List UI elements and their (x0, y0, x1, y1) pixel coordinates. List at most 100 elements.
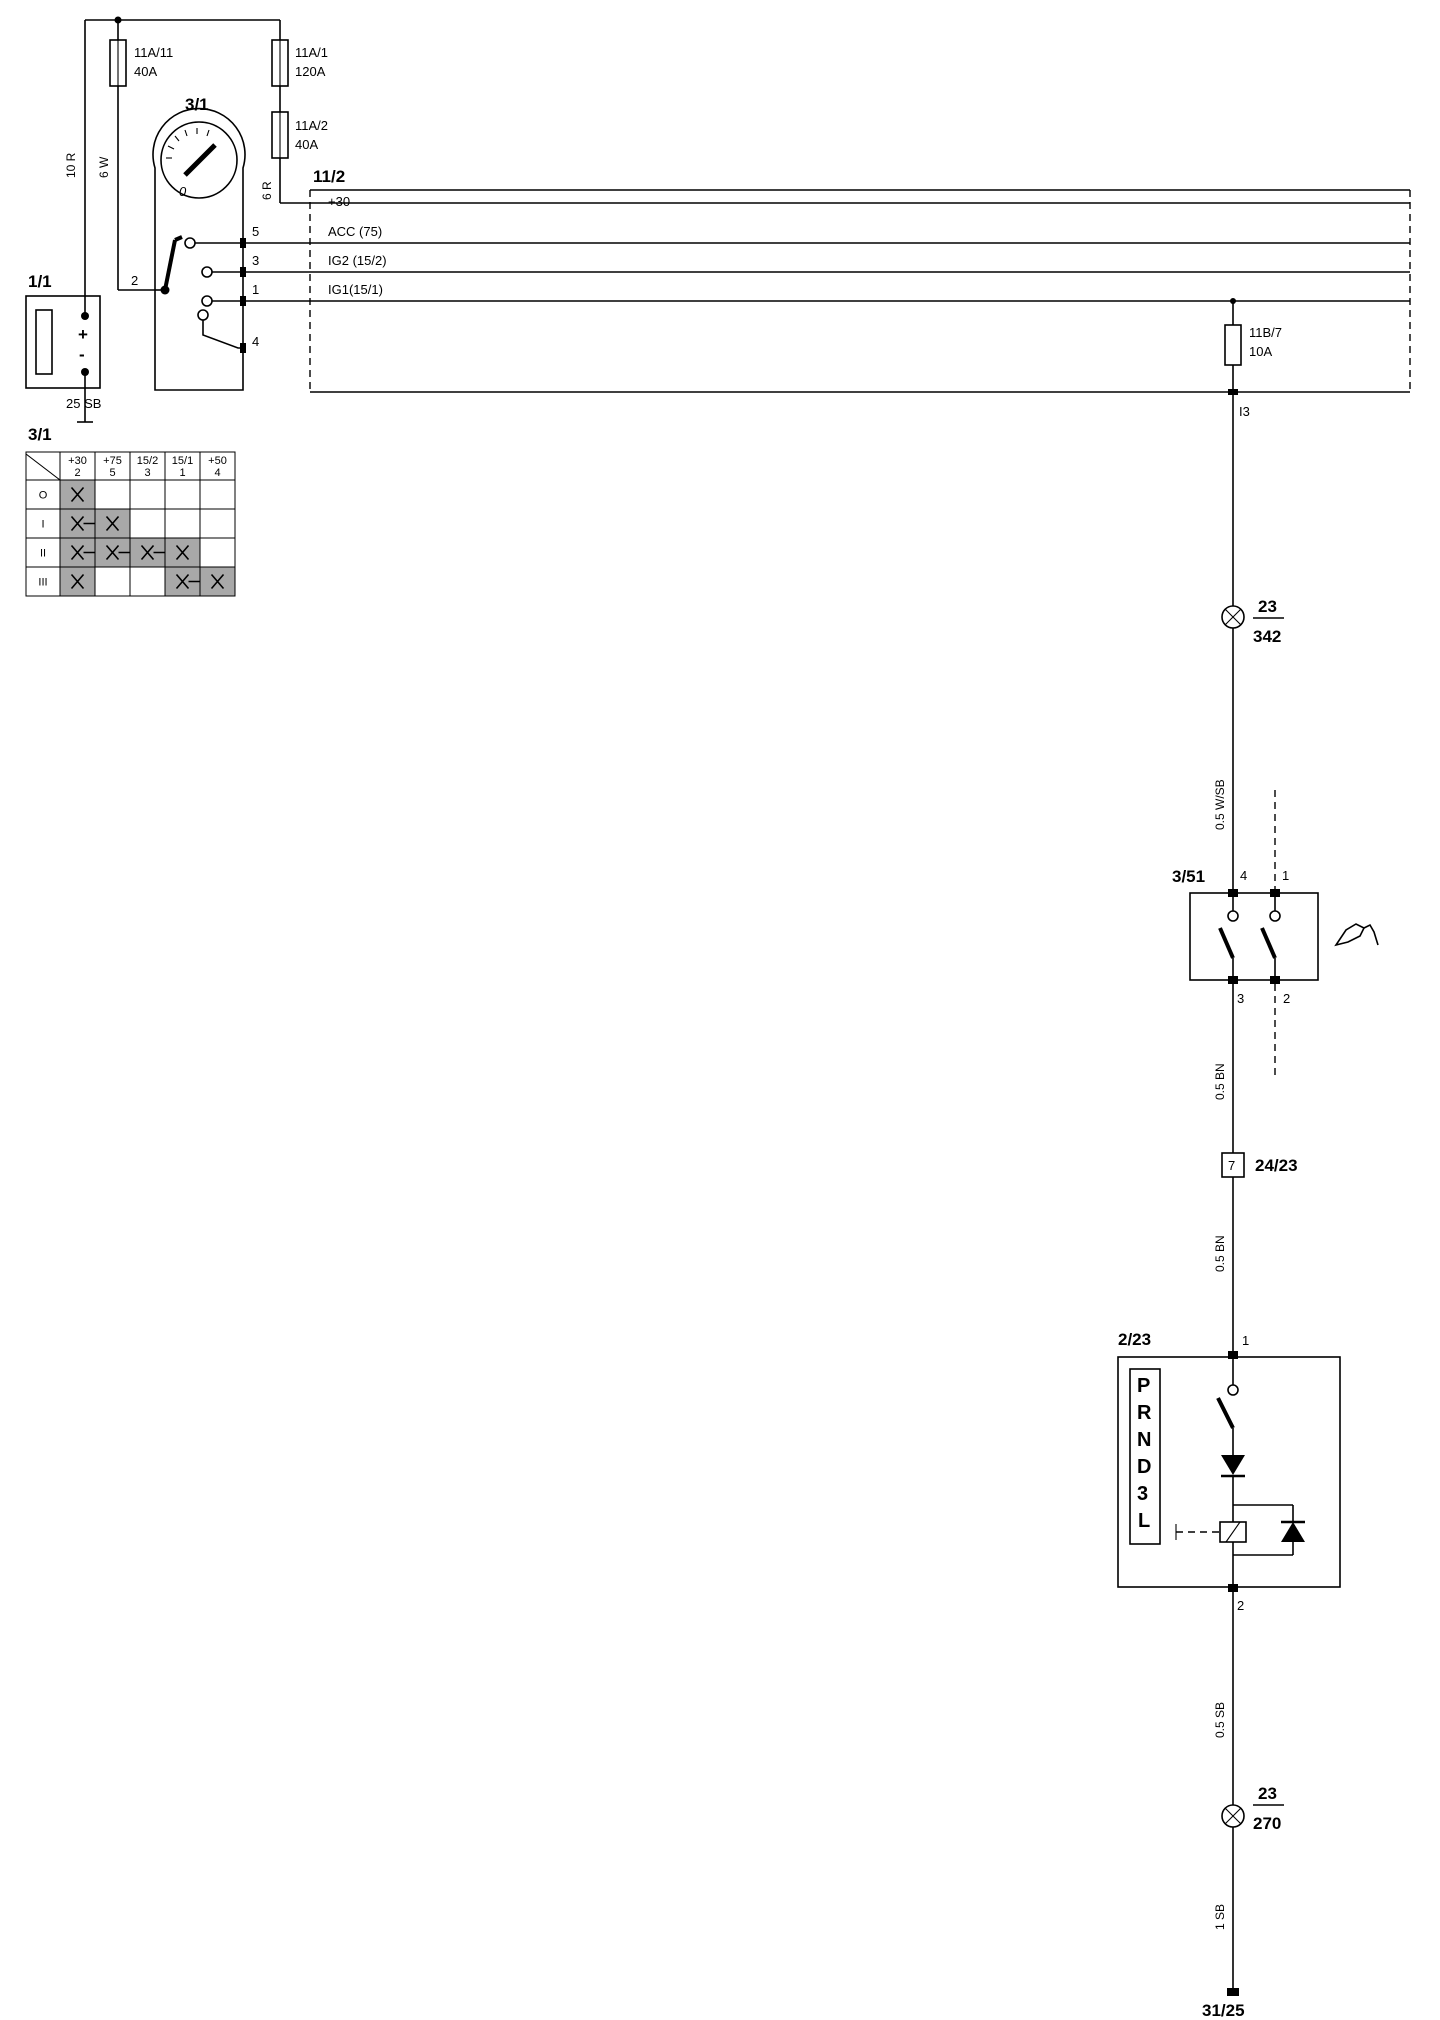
ignition-switch-id: 3/1 (185, 95, 209, 114)
position-N: N (1137, 1429, 1151, 1451)
connector-23-270: 23 270 (1221, 1784, 1284, 1833)
connector-num: 23 (1258, 1784, 1277, 1803)
table-header-bottom: 2 (74, 467, 80, 479)
connector-pin: 7 (1228, 1158, 1235, 1173)
table-cell-x-mark (70, 515, 85, 532)
connector-23-342: 23 342 (1221, 597, 1284, 646)
connector-num: 23 (1258, 597, 1277, 616)
table-header-bottom: 1 (179, 467, 185, 479)
table-corner-divider (25, 453, 61, 481)
fuse-id: 11A/1 (295, 45, 328, 60)
wire-label: 0.5 SB (1213, 1702, 1227, 1738)
svg-text:0: 0 (179, 184, 187, 199)
table-cell (129, 508, 166, 539)
table-row-label-cell (25, 508, 61, 539)
wire-label-10R: 10 R (64, 152, 78, 178)
ground-id: 31/25 (1202, 2001, 1245, 2020)
ground-wire-label: 25 SB (66, 396, 101, 411)
fuse-rating: 40A (134, 64, 157, 79)
pin-I3: I3 (1239, 404, 1250, 419)
table-cell (199, 537, 236, 568)
battery-1-1: 1/1 + - 25 SB (25, 272, 101, 423)
table-header-cell (94, 451, 131, 481)
table-header-top: +75 (103, 455, 122, 467)
pin-2: 2 (1237, 1598, 1244, 1613)
table-cell-x-mark (105, 544, 120, 561)
pin-3: 3 (1237, 991, 1244, 1006)
ignition-switch-3-1: 3/1 0 2 5 3 1 (131, 95, 259, 391)
table-header-top: +30 (68, 455, 87, 467)
table-row-label: I (41, 519, 44, 531)
table-title: 3/1 (28, 425, 52, 444)
wire-label-6W: 6 W (97, 156, 111, 178)
connector-den: 342 (1253, 627, 1281, 646)
table-cell-x-mark (105, 515, 120, 532)
table-cell (199, 508, 236, 539)
rail-label-acc: ACC (75) (328, 224, 382, 239)
gear-selector-2-23: 2/23 1 2 P R N D 3 L (1117, 1330, 1341, 1613)
battery-plus: + (78, 325, 88, 344)
table-row-label: O (39, 490, 48, 502)
pin-4: 4 (252, 334, 259, 349)
position-P: P (1137, 1375, 1150, 1397)
connector-den: 270 (1253, 1814, 1281, 1833)
pin-5: 5 (252, 224, 259, 239)
table-cell (129, 479, 166, 510)
wire-label: 0.5 BN (1213, 1063, 1227, 1100)
table-cell-x-mark (70, 573, 85, 590)
table-cell (199, 479, 236, 510)
fuse-11A-2: 11A/2 40A (271, 111, 328, 159)
fuse-id: 11B/7 (1249, 325, 1282, 340)
table-cell-x-mark (70, 486, 85, 503)
table-cell-x-mark (140, 544, 155, 561)
position-L: L (1138, 1510, 1150, 1532)
table-header-cell (199, 451, 236, 481)
table-cell (94, 479, 131, 510)
pin-1: 1 (252, 282, 259, 297)
gear-selector-id: 2/23 (1118, 1330, 1151, 1349)
table-row-label-cell (25, 537, 61, 568)
table-header-top: +50 (208, 455, 227, 467)
wire-label: 0.5 W/SB (1213, 779, 1227, 830)
table-cell (129, 566, 166, 597)
table-cell-x-mark (175, 573, 190, 590)
pin-4: 4 (1240, 868, 1247, 883)
central-electrical-unit-11-2: 11/2 +30 ACC (75) IG2 (15/2) IG1(15/1) 1… (243, 167, 1411, 419)
fuse-id: 11A/11 (134, 45, 173, 60)
table-cell (164, 479, 201, 510)
fuse-rating: 40A (295, 137, 318, 152)
central-unit-id: 11/2 (313, 167, 345, 186)
ground-31-25: 31/25 (1202, 1988, 1245, 2020)
pin-1: 1 (1242, 1333, 1249, 1348)
table-row-label: III (38, 577, 47, 589)
table-cell-x-mark (210, 573, 225, 590)
table-cell-x-mark (175, 544, 190, 561)
table-cell-active (164, 537, 201, 568)
fuse-id: 11A/2 (295, 118, 328, 133)
connector-id: 24/23 (1255, 1156, 1298, 1175)
position-3: 3 (1137, 1483, 1148, 1505)
table-header-top: 15/1 (172, 455, 193, 467)
table-cell (164, 508, 201, 539)
table-header-bottom: 5 (109, 467, 115, 479)
brake-pedal-switch-3-51: 3/51 4 1 3 2 (1172, 790, 1379, 1080)
main-circuit: 23 342 0.5 W/SB 3/51 4 1 3 2 (1117, 395, 1379, 2020)
rail-label-ig1: IG1(15/1) (328, 282, 383, 297)
rail-label-30: +30 (328, 194, 350, 209)
pin-2: 2 (131, 273, 138, 288)
table-row-label-cell (25, 479, 61, 510)
wire-label: 1 SB (1213, 1904, 1227, 1930)
fuse-rating: 10A (1249, 344, 1272, 359)
table-header-bottom: 4 (214, 467, 220, 479)
fuse-11A-11: 11A/11 40A (109, 39, 173, 87)
pin-1: 1 (1282, 868, 1289, 883)
table-header-top: 15/2 (137, 455, 158, 467)
connector-24-23: 7 24/23 (1221, 1152, 1298, 1178)
position-D: D (1137, 1456, 1151, 1478)
rail-label-ig2: IG2 (15/2) (328, 253, 387, 268)
table-header-bottom: 3 (144, 467, 150, 479)
battery-minus: - (79, 345, 85, 364)
wire-label: 0.5 BN (1213, 1235, 1227, 1272)
